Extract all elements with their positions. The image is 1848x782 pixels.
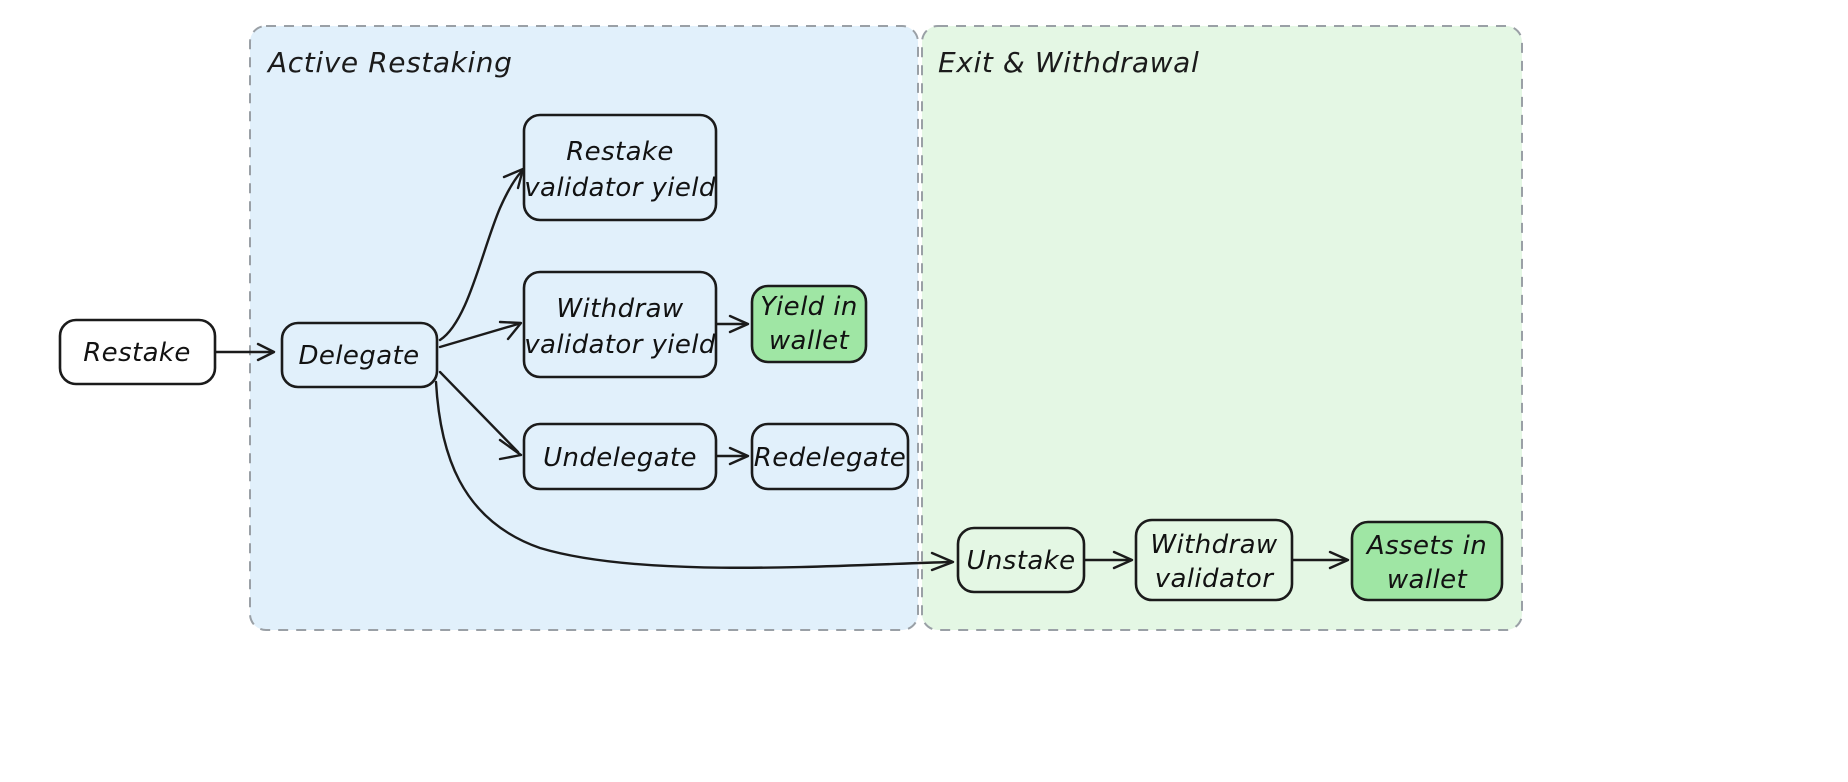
node-restake-label: Restake xyxy=(83,338,191,368)
node-withdraw-validator-yield-line1: Withdraw xyxy=(556,294,684,324)
cluster-exit-withdrawal-rect xyxy=(921,25,1523,631)
node-restake-validator-yield[interactable]: Restake validator yield xyxy=(522,113,718,222)
node-undelegate-rect[interactable] xyxy=(522,422,718,491)
node-yield-in-wallet-line2: wallet xyxy=(769,326,850,356)
node-assets-in-wallet[interactable]: Assets in wallet xyxy=(1350,520,1504,602)
edge-delegate-to-unstake xyxy=(434,380,955,572)
node-restake[interactable]: Restake xyxy=(58,318,217,386)
node-redelegate[interactable]: Redelegate xyxy=(750,422,910,491)
node-yield-in-wallet-line1: Yield in xyxy=(760,292,858,322)
node-unstake-rect[interactable] xyxy=(956,526,1086,594)
node-undelegate-label: Undelegate xyxy=(543,443,697,473)
edge-delegate-to-undelegate xyxy=(438,370,523,461)
node-delegate[interactable]: Delegate xyxy=(280,321,439,389)
node-withdraw-validator-yield-line2: validator yield xyxy=(524,330,716,360)
node-withdraw-validator-line2: validator xyxy=(1155,564,1276,594)
node-withdraw-validator-yield-rect[interactable] xyxy=(522,270,718,379)
node-unstake[interactable]: Unstake xyxy=(956,526,1086,594)
node-assets-in-wallet-rect[interactable] xyxy=(1350,520,1504,602)
node-assets-in-wallet-line1: Assets in xyxy=(1365,531,1487,561)
node-yield-in-wallet-rect[interactable] xyxy=(750,284,868,364)
edge-undelegate-to-redelegate xyxy=(714,446,750,466)
node-assets-in-wallet-line2: wallet xyxy=(1387,565,1468,595)
edge-unstake-to-withdraw-validator xyxy=(1082,550,1134,570)
cluster-exit-withdrawal: Exit & Withdrawal xyxy=(921,25,1523,631)
edge-withdraw-validator-yield-to-yield-in-wallet xyxy=(714,314,750,334)
node-restake-rect[interactable] xyxy=(58,318,217,386)
node-withdraw-validator[interactable]: Withdraw validator xyxy=(1134,518,1294,602)
cluster-active-restaking-label: Active Restaking xyxy=(266,46,513,79)
node-redelegate-rect[interactable] xyxy=(750,422,910,491)
node-restake-validator-yield-line2: validator yield xyxy=(524,173,716,203)
node-withdraw-validator-rect[interactable] xyxy=(1134,518,1294,602)
node-delegate-rect[interactable] xyxy=(280,321,439,389)
node-withdraw-validator-yield[interactable]: Withdraw validator yield xyxy=(522,270,718,379)
node-unstake-label: Unstake xyxy=(966,546,1075,576)
node-restake-validator-yield-rect[interactable] xyxy=(522,113,718,222)
edge-withdraw-validator-to-assets-in-wallet xyxy=(1290,550,1350,570)
node-redelegate-label: Redelegate xyxy=(754,443,906,473)
node-withdraw-validator-line1: Withdraw xyxy=(1150,530,1278,560)
node-undelegate[interactable]: Undelegate xyxy=(522,422,718,491)
nodes-layer: Restake Delegate Restake validator yield… xyxy=(58,113,1504,602)
edge-restake-to-delegate xyxy=(213,342,276,362)
node-delegate-label: Delegate xyxy=(298,341,419,371)
cluster-exit-withdrawal-label: Exit & Withdrawal xyxy=(938,46,1199,79)
edge-delegate-to-withdraw-validator-yield xyxy=(438,320,523,349)
node-restake-validator-yield-line1: Restake xyxy=(566,137,674,167)
node-yield-in-wallet[interactable]: Yield in wallet xyxy=(750,284,868,364)
